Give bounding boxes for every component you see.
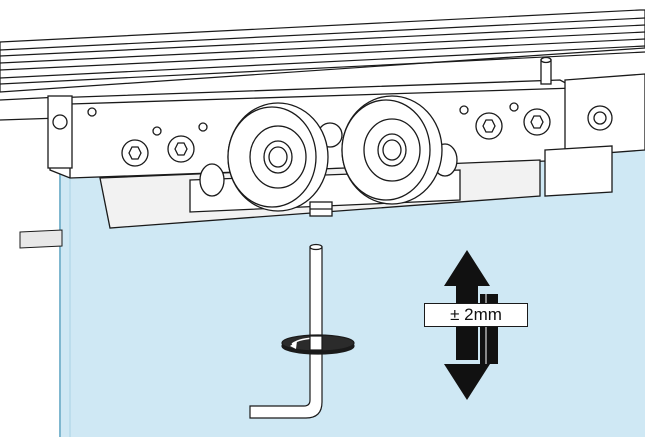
hex-bolt bbox=[475, 112, 503, 140]
top-rail bbox=[0, 9, 645, 121]
roller-wheel bbox=[227, 102, 329, 212]
hex-bolt bbox=[121, 139, 149, 167]
adjustment-range-label: ± 2mm bbox=[424, 303, 528, 327]
roller-wheel bbox=[341, 95, 443, 205]
hex-bolt bbox=[167, 135, 195, 163]
hex-bolt bbox=[523, 108, 551, 136]
allen-key bbox=[249, 243, 355, 419]
